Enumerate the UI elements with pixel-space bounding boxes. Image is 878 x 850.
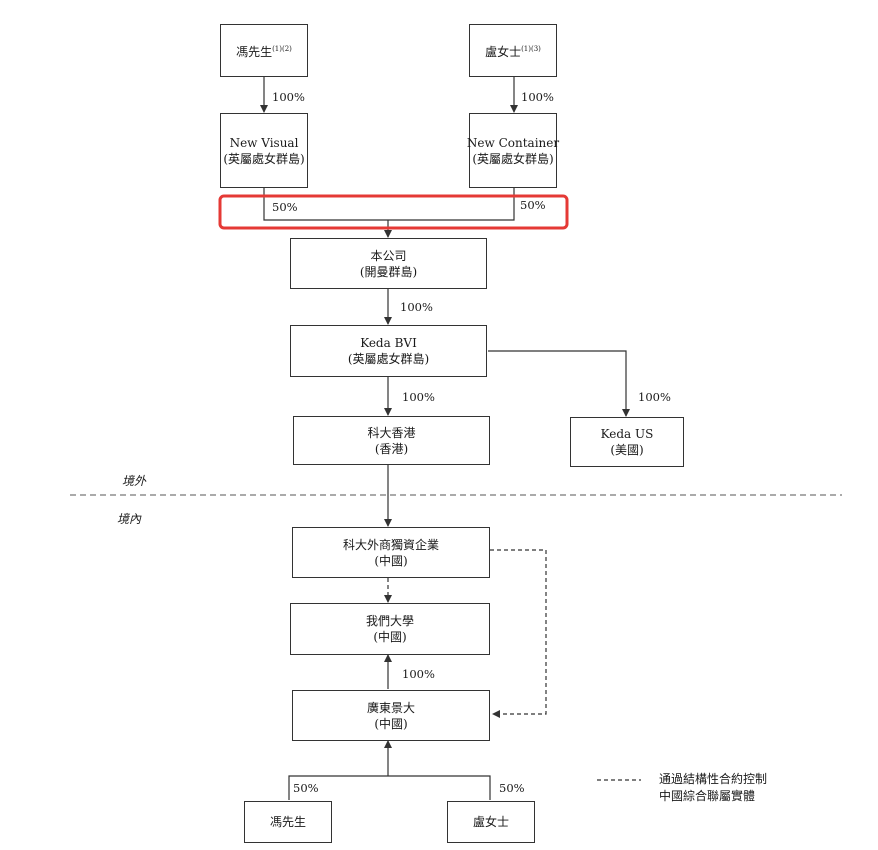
- box-new-visual-name: New Visual: [229, 135, 299, 150]
- pct-lu-to-nc: 100%: [521, 90, 554, 104]
- box-feng-bottom: 馮先生: [244, 801, 332, 843]
- box-lu-top-name: 盧女士: [485, 45, 522, 59]
- edge-newcontainer-merge: [388, 188, 515, 221]
- box-guangdong: 廣東景大 (中國): [292, 690, 490, 741]
- box-keda-us-name: Keda US: [600, 427, 654, 441]
- box-new-container-place: (英屬處女群島): [472, 151, 554, 166]
- pct-nc-to-company: 50%: [520, 198, 546, 212]
- box-feng-top: 馮先生(1)(2): [220, 24, 308, 77]
- box-keda-bvi-place: (英屬處女群島): [347, 352, 430, 366]
- box-wfoe-name: 科大外商獨資企業: [342, 537, 439, 552]
- box-company-place: (開曼群島): [359, 264, 418, 279]
- pct-bvi-to-us: 100%: [638, 390, 671, 404]
- highlight-rectangle: [218, 194, 569, 230]
- box-guangdong-place: (中國): [374, 716, 408, 731]
- region-onshore-label: 境內: [117, 512, 142, 526]
- box-company: 本公司 (開曼群島): [290, 238, 487, 289]
- pct-feng-to-nv: 100%: [272, 90, 305, 104]
- legend-line-1: 通過結構性合約控制: [659, 772, 768, 786]
- legend-text: 通過結構性合約控制 中國綜合聯屬實體: [659, 771, 767, 805]
- box-new-visual: New Visual (英屬處女群島): [220, 113, 308, 188]
- box-keda-hk-name: 科大香港: [367, 425, 416, 440]
- box-keda-us-place: (美國): [610, 443, 644, 457]
- legend-line-2: 中國綜合聯屬實體: [659, 789, 756, 803]
- box-lu-bottom: 盧女士: [447, 801, 535, 843]
- box-lu-top: 盧女士(1)(3): [469, 24, 557, 77]
- box-keda-us: Keda US (美國): [570, 417, 684, 467]
- box-feng-bottom-name: 馮先生: [269, 815, 306, 829]
- contract-wfoe-gd: [490, 549, 547, 718]
- pct-company-to-bvi: 100%: [400, 300, 433, 314]
- region-offshore-label: 境外: [122, 474, 147, 488]
- box-new-container-name: New Container: [466, 135, 560, 150]
- box-lu-bottom-name: 盧女士: [472, 815, 509, 829]
- box-company-name: 本公司: [370, 248, 407, 263]
- box-feng-top-note: (1)(2): [272, 45, 292, 53]
- pct-nv-to-company: 50%: [272, 200, 298, 214]
- pct-feng-to-gd: 50%: [293, 781, 319, 795]
- box-keda-hk: 科大香港 (香港): [293, 416, 490, 465]
- edge-bvi-us: [488, 350, 630, 417]
- pct-bvi-to-hk: 100%: [402, 390, 435, 404]
- box-guangdong-name: 廣東景大: [366, 700, 415, 715]
- pct-gd-to-univ: 100%: [402, 667, 435, 681]
- box-our-university: 我們大學 (中國): [290, 603, 490, 655]
- box-new-visual-place: (英屬處女群島): [223, 151, 305, 166]
- box-keda-hk-place: (香港): [374, 441, 409, 456]
- box-wfoe-place: (中國): [374, 553, 408, 568]
- pct-lu-to-gd: 50%: [499, 781, 525, 795]
- box-feng-top-name: 馮先生: [236, 45, 273, 59]
- box-keda-bvi: Keda BVI (英屬處女群島): [290, 325, 487, 377]
- box-our-university-place: (中國): [373, 630, 407, 644]
- box-wfoe: 科大外商獨資企業 (中國): [292, 527, 490, 578]
- box-lu-top-note: (1)(3): [521, 45, 541, 53]
- edge-lubottom-merge: [388, 775, 491, 800]
- edge-fengbottom-merge: [288, 775, 388, 800]
- edge-newvisual-merge: [263, 188, 388, 221]
- box-our-university-name: 我們大學: [365, 614, 414, 628]
- box-new-container: New Container (英屬處女群島): [466, 113, 560, 188]
- box-keda-bvi-name: Keda BVI: [360, 336, 417, 350]
